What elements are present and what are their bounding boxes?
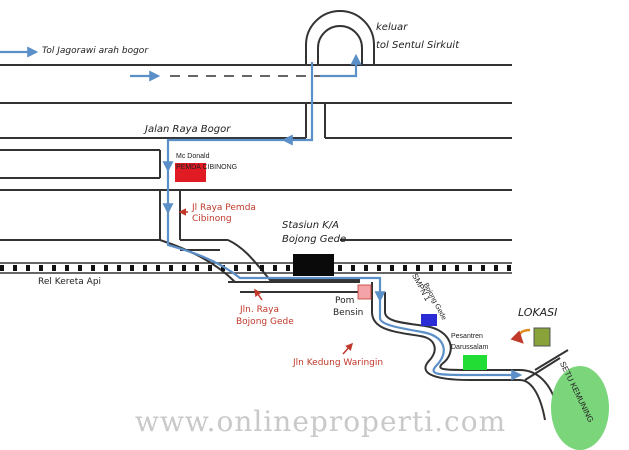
station-building [293,254,334,276]
lokasi-curved-arrow-icon [510,328,531,344]
kedung-waringin-pointer-arrow-icon [342,342,354,355]
label-tol-jagorawi: Tol Jagorawi arah bogor [42,46,149,56]
label-tol-sentul: tol Sentul Sirkuit [376,40,460,51]
lokasi-marker [533,327,551,347]
pesantren-building [463,355,487,370]
label-jln-raya-2: Bojong Gede [236,317,294,327]
watermark: www.onlineproperti.com [135,405,507,438]
smpn-building [421,314,437,326]
bojong-gede-road [0,190,512,283]
label-lokasi: LOKASI [518,306,558,319]
label-stasiun-1: Stasiun K/A [282,220,340,231]
railway [0,262,512,274]
label-jl-raya-pemda-1: Jl Raya Pemda [192,203,256,213]
jalan-raya-bogor-road [0,137,512,191]
bojong-gede-pointer-arrow-icon [254,288,263,301]
setu-kemuning-lake [551,366,609,450]
toll-connector-road [305,103,326,138]
label-pemda-cibinong: PEMDA CIBINONG [176,164,238,171]
label-jl-raya-pemda-2: Cibinong [192,214,232,224]
label-pesantren-2: Darussalam [451,344,489,351]
label-jalan-raya-bogor: Jalan Raya Bogor [145,124,231,135]
label-mcdonald: Mc Donald [176,153,210,160]
pemda-cibinong-road [0,149,161,179]
sentul-exit-loop [305,10,375,65]
label-stasiun-2: Bojong Gede [282,234,347,245]
mcdonald-building [175,163,206,182]
label-jln-kedung-waringin: Jln Kedung Waringin [293,358,384,368]
label-rel-kereta-api: Rel Kereta Api [38,277,102,287]
kedung-waringin-road [228,281,569,421]
label-pom: Pom [335,296,355,306]
label-jln-raya-1: Jln. Raya [240,305,279,315]
route-line [0,46,523,381]
label-keluar: keluar [376,22,408,33]
toll-road [0,64,512,104]
pom-bensin-building [357,284,372,300]
label-pesantren-1: Pesantren [451,333,483,340]
label-bensin: Bensin [333,308,364,318]
